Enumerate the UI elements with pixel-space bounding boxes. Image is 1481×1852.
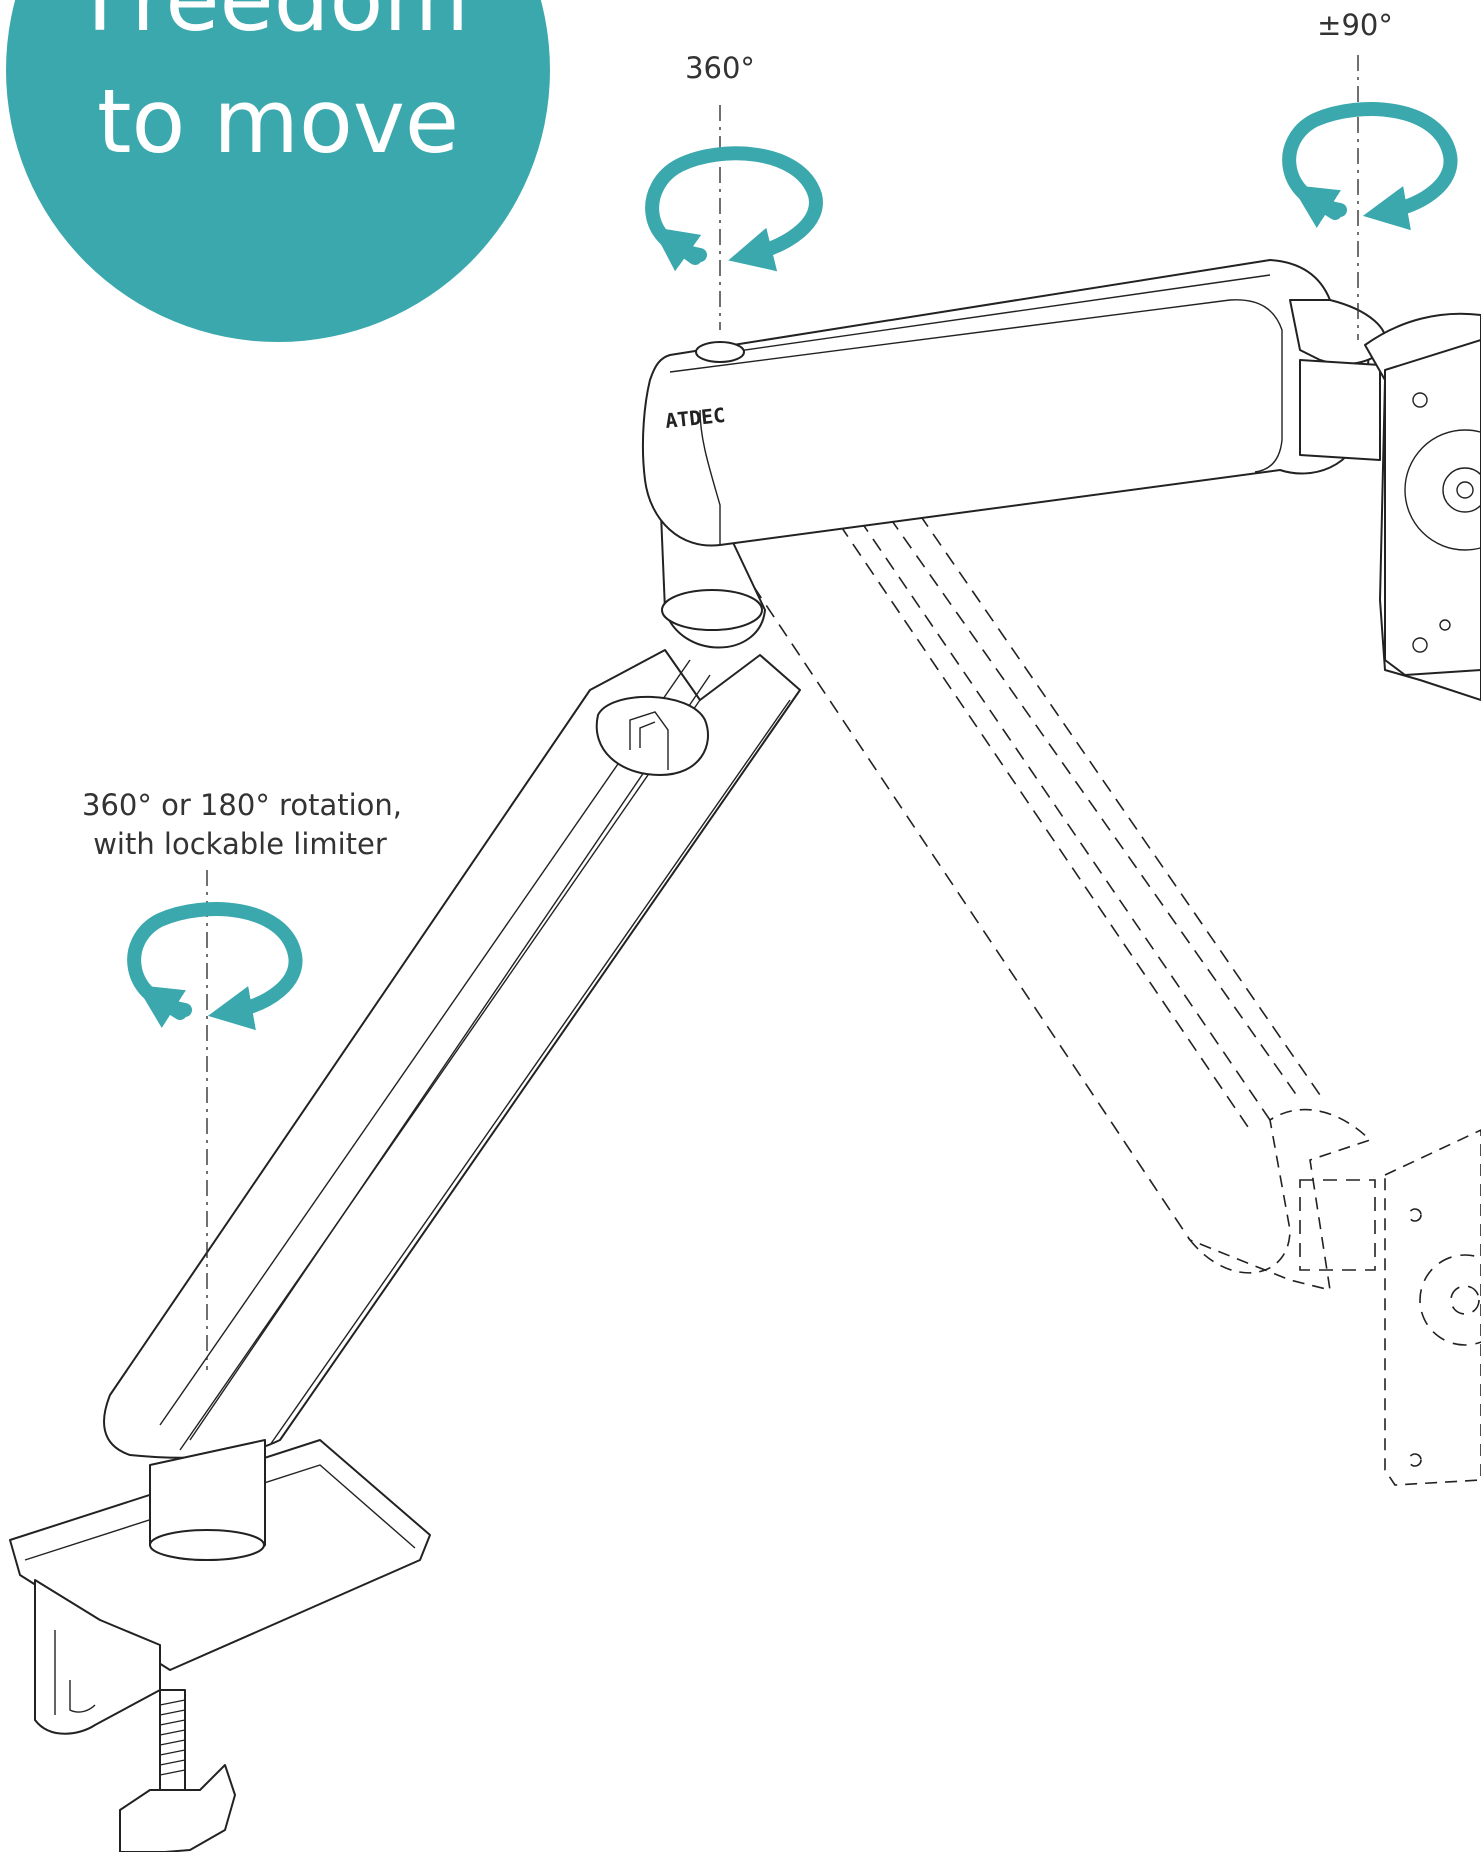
head-rotation-label: ±90° <box>1317 8 1393 42</box>
lower-arm <box>103 649 801 1459</box>
headline-badge: Freedom to move <box>6 0 550 342</box>
clamp-screw <box>159 1689 186 1791</box>
shoulder-lock-knob <box>695 341 745 363</box>
base-rotation-label-line-2: with lockable limiter <box>93 827 387 861</box>
rotation-arrow-icon <box>645 146 823 272</box>
base-rotation-label-line-1: 360° or 180° rotation, <box>82 788 402 822</box>
ghost-arm-position <box>727 514 1481 1486</box>
cable-clip <box>595 695 709 776</box>
desk-clamp <box>9 1439 431 1852</box>
upper-arm: ATDEC <box>641 259 1371 547</box>
ghost-vesa-plate <box>1384 1129 1481 1486</box>
headline-line-2: to move <box>97 70 459 173</box>
tilt-head <box>1289 299 1481 701</box>
rotation-arrow-icon <box>127 902 303 1031</box>
headline-line-1: Freedom <box>87 0 469 51</box>
headline-circle <box>6 0 550 342</box>
clamp-handle <box>119 1764 236 1852</box>
rotation-arrow-icon <box>1282 102 1458 231</box>
shoulder-rotation-label: 360° <box>685 51 755 85</box>
vesa-plate <box>1384 339 1481 676</box>
